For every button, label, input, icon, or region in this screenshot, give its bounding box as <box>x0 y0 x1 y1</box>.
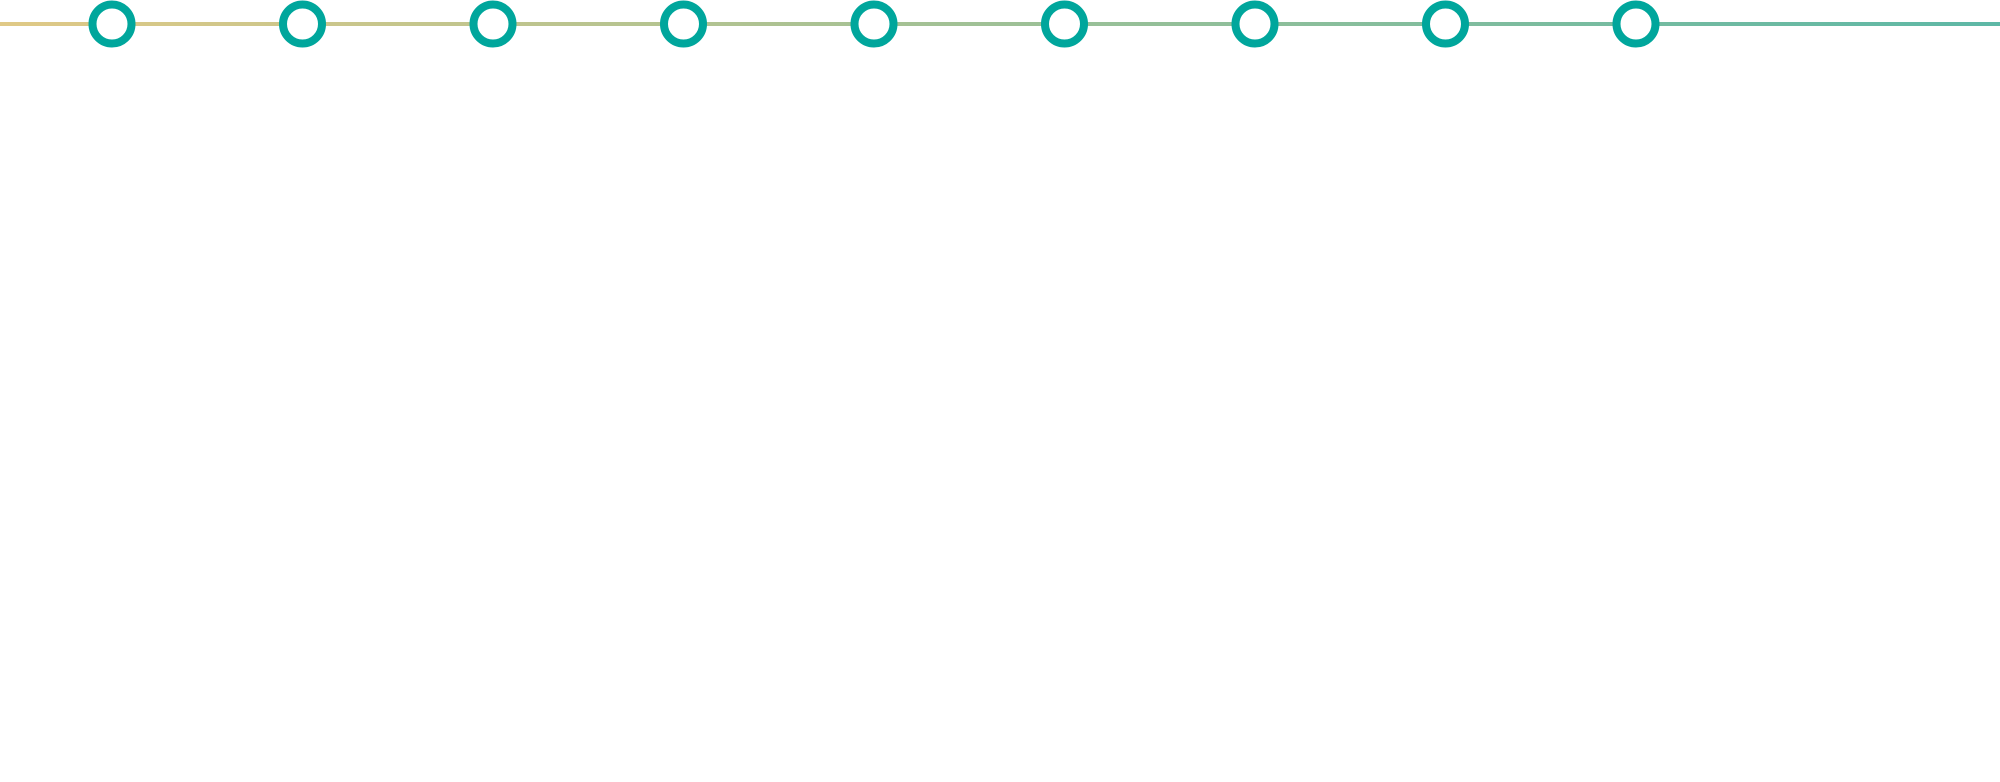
timeline-node <box>1422 0 1469 48</box>
timeline-node <box>850 0 898 48</box>
timeline-node <box>1612 0 1660 48</box>
timeline-line <box>0 22 2000 26</box>
timeline-node <box>1231 0 1279 48</box>
timeline-node <box>1041 0 1088 48</box>
timeline-node <box>469 0 517 48</box>
timeline <box>0 0 2000 48</box>
timeline-node <box>660 0 707 48</box>
timeline-node <box>88 0 136 48</box>
timeline-node <box>279 0 326 48</box>
